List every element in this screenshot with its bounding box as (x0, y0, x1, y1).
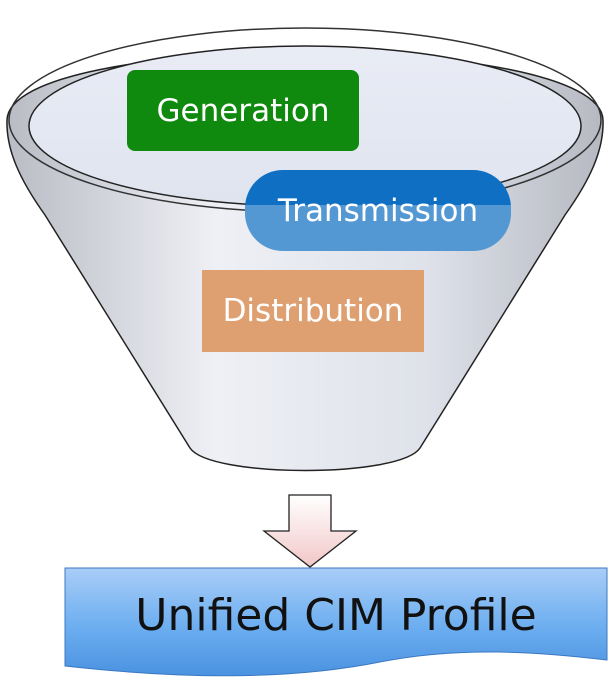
generation-box (127, 70, 359, 151)
transmission-label: Transmission (277, 192, 479, 229)
distribution-label: Distribution (222, 293, 404, 329)
generation-label: Generation (156, 92, 330, 129)
unified-profile-box (64, 567, 608, 677)
unified-profile-label: Unified CIM Profile (135, 590, 537, 641)
distribution-box (202, 270, 424, 352)
down-arrow-icon (262, 494, 358, 568)
transmission-box (245, 170, 511, 251)
